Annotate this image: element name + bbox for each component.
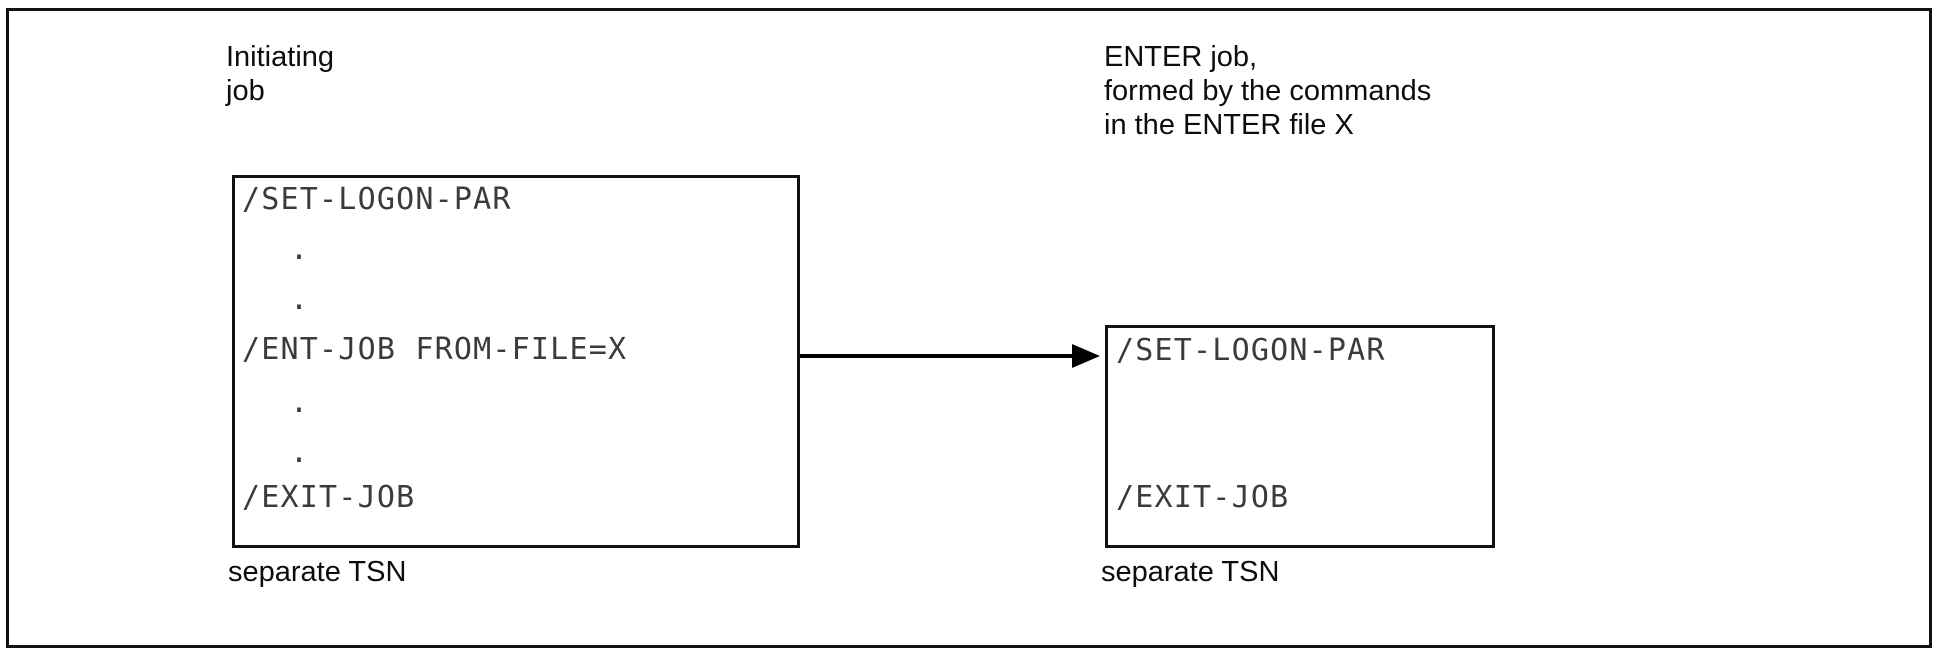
left-caption-line-1: Initiating [226, 41, 335, 73]
left-code-line-exit-job: /EXIT-JOB [242, 480, 416, 515]
right-caption-line-2: formed by the commands [1104, 75, 1432, 107]
flow-arrow-icon [800, 344, 1100, 368]
right-code-line-set-logon-par: /SET-LOGON-PAR [1116, 333, 1386, 368]
right-code-box [1105, 325, 1495, 548]
left-separate-tsn-label: separate TSN [228, 556, 407, 588]
right-caption-line-1: ENTER job, [1104, 41, 1258, 73]
left-code-ellipsis-dot-2: . [290, 282, 309, 317]
left-code-ellipsis-dot-1: . [290, 232, 309, 267]
right-separate-tsn-label: separate TSN [1101, 556, 1280, 588]
flow-arrow [800, 340, 1100, 374]
left-code-ellipsis-dot-3: . [290, 385, 309, 420]
left-caption-line-2: job [226, 75, 265, 107]
right-code-line-exit-job: /EXIT-JOB [1116, 480, 1290, 515]
left-code-box [232, 175, 800, 548]
left-code-line-ent-job: /ENT-JOB FROM-FILE=X [242, 332, 628, 367]
left-code-ellipsis-dot-4: . [290, 435, 309, 470]
right-caption-line-3: in the ENTER file X [1104, 109, 1354, 141]
left-code-line-set-logon-par: /SET-LOGON-PAR [242, 182, 512, 217]
